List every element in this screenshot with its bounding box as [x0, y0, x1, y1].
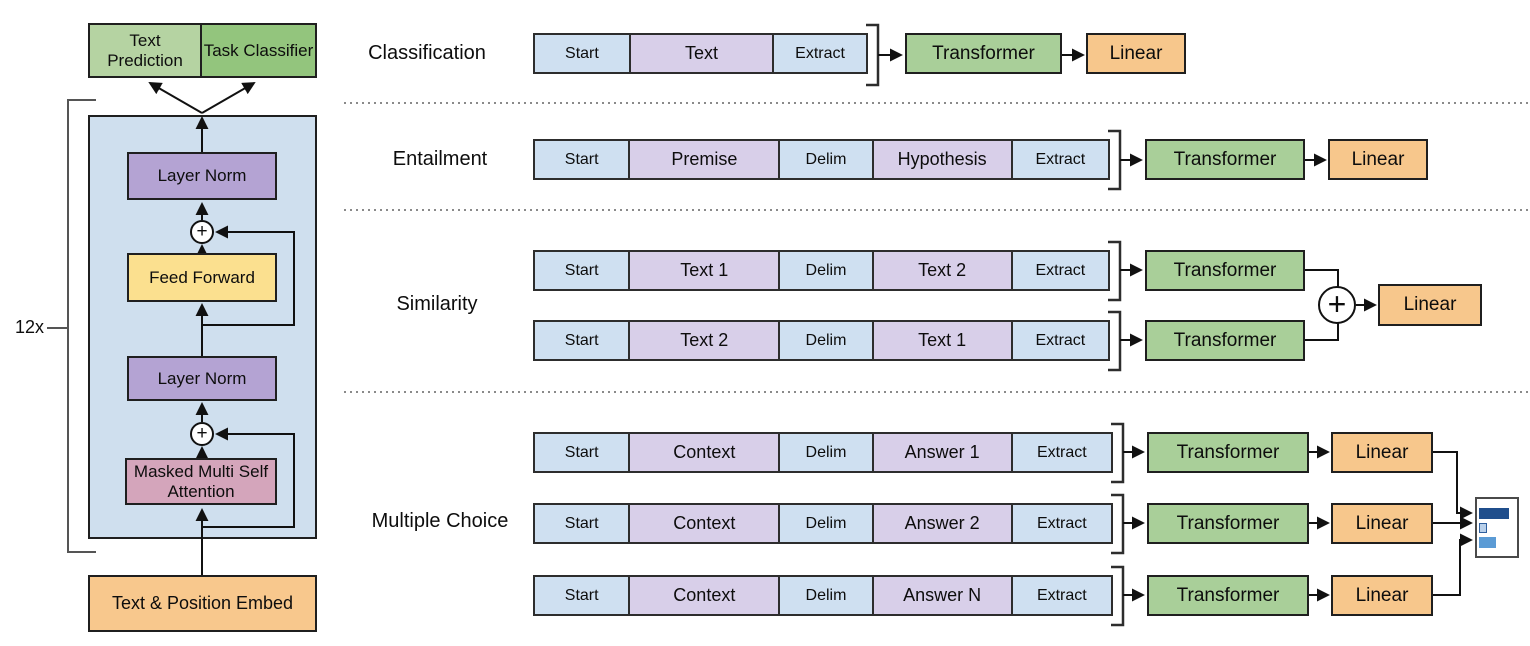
sequence-cell: Context — [628, 434, 779, 471]
layer-norm-top-block: Layer Norm — [127, 152, 277, 200]
multiple-choice-linear-box-3: Linear — [1331, 575, 1433, 616]
multiple-choice-sequence-bar-1: Start Context Delim Answer 1 Extract — [533, 432, 1113, 473]
sequence-cell: Premise — [628, 141, 779, 178]
similarity-linear-box: Linear — [1378, 284, 1482, 326]
similarity-sequence-bar-1: Start Text 1 Delim Text 2 Extract — [533, 250, 1110, 291]
sequence-cell: Start — [535, 252, 629, 289]
task-label-multiple-choice: Multiple Choice — [371, 510, 509, 532]
score-bar-2 — [1479, 523, 1487, 533]
score-bar-3 — [1479, 537, 1496, 548]
sequence-cell: Text 2 — [628, 322, 779, 359]
sequence-cell: Extract — [1010, 434, 1111, 471]
text-position-embed-block: Text & Position Embed — [88, 575, 317, 632]
entailment-linear-box: Linear — [1328, 139, 1428, 180]
entailment-transformer-box: Transformer — [1145, 139, 1305, 180]
sequence-cell: Hypothesis — [871, 141, 1011, 178]
residual-add-bottom-icon: + — [190, 422, 214, 446]
task-label-entailment: Entailment — [392, 148, 488, 170]
classification-transformer-box: Transformer — [905, 33, 1062, 74]
sequence-cell: Text 2 — [871, 252, 1011, 289]
sequence-cell: Delim — [778, 577, 872, 614]
sequence-cell: Extract — [1010, 141, 1109, 178]
task-label-similarity: Similarity — [396, 293, 478, 315]
masked-multi-self-attention-block: Masked Multi Self Attention — [125, 458, 277, 505]
similarity-transformer-box-1: Transformer — [1145, 250, 1305, 291]
multiple-choice-transformer-box-3: Transformer — [1147, 575, 1309, 616]
score-bars-icon — [1475, 497, 1519, 558]
sequence-cell: Extract — [772, 35, 866, 72]
sequence-cell: Delim — [778, 322, 872, 359]
layer-norm-bottom-block: Layer Norm — [127, 356, 277, 401]
sequence-cell: Text 1 — [628, 252, 779, 289]
sequence-cell: Text — [628, 35, 773, 72]
multiple-choice-linear-box-1: Linear — [1331, 432, 1433, 473]
repeat-count-label: 12x — [14, 317, 44, 337]
text-prediction-head: Text Prediction — [88, 23, 202, 78]
similarity-sum-icon: + — [1318, 286, 1356, 324]
score-bar-1 — [1479, 508, 1509, 519]
similarity-transformer-box-2: Transformer — [1145, 320, 1305, 361]
similarity-sequence-bar-2: Start Text 2 Delim Text 1 Extract — [533, 320, 1110, 361]
multiple-choice-transformer-box-1: Transformer — [1147, 432, 1309, 473]
sequence-cell: Start — [535, 322, 629, 359]
sequence-cell: Start — [535, 505, 629, 542]
feed-forward-block: Feed Forward — [127, 253, 277, 302]
sequence-cell: Delim — [778, 252, 872, 289]
multiple-choice-transformer-box-2: Transformer — [1147, 503, 1309, 544]
sequence-cell: Answer N — [871, 577, 1011, 614]
task-classifier-head: Task Classifier — [200, 23, 317, 78]
residual-add-top-icon: + — [190, 220, 214, 244]
sequence-cell: Extract — [1010, 505, 1111, 542]
classification-linear-box: Linear — [1086, 33, 1186, 74]
sequence-cell: Answer 1 — [871, 434, 1011, 471]
sequence-cell: Start — [535, 35, 629, 72]
sequence-cell: Extract — [1010, 322, 1109, 359]
sequence-cell: Start — [535, 141, 629, 178]
task-label-classification: Classification — [368, 42, 486, 64]
sequence-cell: Extract — [1010, 577, 1111, 614]
multiple-choice-sequence-bar-2: Start Context Delim Answer 2 Extract — [533, 503, 1113, 544]
sequence-cell: Start — [535, 434, 629, 471]
sequence-cell: Start — [535, 577, 629, 614]
classification-sequence-bar: Start Text Extract — [533, 33, 868, 74]
sequence-cell: Text 1 — [871, 322, 1011, 359]
sequence-cell: Context — [628, 577, 779, 614]
sequence-cell: Answer 2 — [871, 505, 1011, 542]
sequence-cell: Delim — [778, 141, 872, 178]
entailment-sequence-bar: Start Premise Delim Hypothesis Extract — [533, 139, 1110, 180]
multiple-choice-linear-box-2: Linear — [1331, 503, 1433, 544]
sequence-cell: Context — [628, 505, 779, 542]
sequence-cell: Delim — [778, 434, 872, 471]
sequence-cell: Delim — [778, 505, 872, 542]
multiple-choice-sequence-bar-3: Start Context Delim Answer N Extract — [533, 575, 1113, 616]
sequence-cell: Extract — [1010, 252, 1109, 289]
